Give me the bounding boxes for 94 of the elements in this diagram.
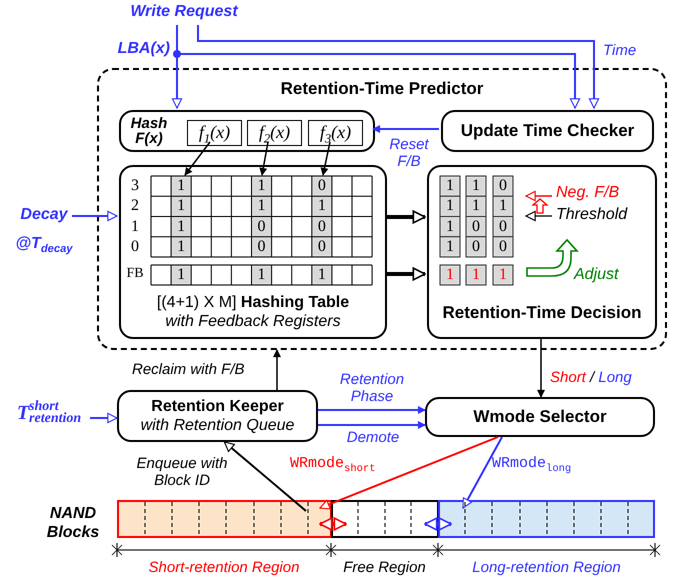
long-retention-blocks [438, 500, 655, 538]
arrow [72, 210, 118, 222]
decision-panel [427, 165, 657, 339]
cell-value: 1 [471, 197, 481, 216]
cell-value: 1 [498, 197, 508, 216]
panel-title: Retention-Time Predictor [280, 79, 484, 100]
cell-value: 1 [256, 197, 267, 216]
hash-panel [119, 110, 375, 152]
box-title: Retention Keeper [151, 396, 284, 416]
arrow [320, 142, 331, 176]
edge-label: Reset F/B [388, 136, 430, 170]
edge-label: WRmode$_{long}$ [492, 455, 572, 472]
edge-label: Short / Long [550, 369, 633, 386]
cell-value: 1 [445, 197, 455, 216]
cell-value: 1 [471, 266, 481, 284]
hash-function-box [308, 120, 363, 146]
row-label: 0 [130, 238, 140, 256]
function-label: f$_{2}$(x) [258, 122, 290, 144]
process-box [441, 110, 654, 152]
input-label: Write Request [126, 3, 242, 25]
row-label: 3 [130, 177, 140, 196]
cell-value: 1 [176, 266, 186, 284]
row-label: FB [125, 266, 145, 282]
annotation: Threshold [556, 206, 628, 224]
cell-value: 0 [498, 177, 508, 196]
cell-value: 1 [445, 218, 455, 236]
cell-value: 1 [176, 238, 186, 256]
arrow [385, 210, 426, 224]
edge-label: Enqueue with Block ID [136, 455, 228, 490]
cell-value: 1 [176, 218, 186, 236]
cell-value: 0 [256, 238, 267, 256]
cell-value: 0 [316, 218, 327, 236]
cell-value: 1 [445, 238, 455, 256]
box-title: Update Time Checker [460, 120, 634, 142]
region-label: Free Region [342, 559, 427, 576]
hash-function-box [247, 120, 302, 146]
arrow [224, 441, 307, 512]
arrow [385, 267, 426, 281]
cell-value: 0 [471, 238, 481, 256]
predictor-panel [97, 68, 667, 350]
cell-value: 1 [176, 197, 186, 216]
region-label: Long-retention Region [471, 559, 622, 576]
arrow [372, 125, 439, 133]
box-title: Wmode Selector [473, 406, 607, 428]
process-box [117, 390, 318, 442]
panel-title: Hash F(x) [130, 116, 168, 146]
arrow [319, 436, 498, 510]
arrow [462, 436, 503, 509]
arrow [537, 337, 545, 398]
edge-label: LBA(x) [116, 40, 170, 58]
cell-value: 0 [316, 177, 327, 196]
arrow [260, 142, 269, 176]
part-label: NAND Blocks [46, 504, 100, 542]
row-label: 1 [130, 218, 140, 236]
cell-value: 1 [256, 266, 267, 284]
region-label: Short-retention Region [148, 559, 300, 576]
arrow [273, 350, 281, 390]
process-box [425, 397, 655, 437]
cell-value: 0 [498, 218, 508, 236]
cell-value: 1 [445, 266, 455, 284]
edge-label: Time [603, 42, 638, 60]
function-label: f$_{3}$(x) [320, 122, 352, 144]
cell-value: 1 [316, 197, 327, 216]
cell-value: 1 [445, 177, 455, 196]
panel-subtitle: with Feedback Registers [165, 312, 341, 331]
annotation: Neg. F/B [556, 184, 620, 202]
cell-value: 0 [471, 218, 481, 236]
cell-value: 0 [316, 238, 327, 256]
cell-value: 1 [316, 266, 327, 284]
row-label: 2 [130, 197, 140, 216]
cell-value: 1 [176, 177, 186, 196]
double-arrow [319, 517, 347, 531]
short-retention-blocks [117, 500, 332, 538]
table-panel [119, 165, 387, 339]
function-label: f$_{1}$(x) [198, 122, 230, 144]
arrow [90, 412, 118, 424]
arrow [318, 421, 426, 429]
annotation: Adjust [574, 266, 620, 284]
cell-value: 0 [498, 238, 508, 256]
input-label: Decay @T$_{decay}$ [4, 200, 84, 258]
panel-title: [(4+1) X M] Hashing Table [156, 292, 350, 312]
arrow [318, 406, 426, 414]
double-arrow [424, 517, 452, 531]
cell-value: 1 [471, 177, 481, 196]
edge-label: WRmode$_{short}$ [290, 455, 377, 472]
hash-function-box [187, 120, 242, 146]
box-subtitle: with Retention Queue [140, 416, 294, 436]
panel-title: Retention-Time Decision [442, 302, 642, 323]
cell-value: 0 [256, 218, 267, 236]
edge-label: Demote [346, 429, 400, 446]
cell-value: 1 [498, 266, 508, 284]
edge-label: Reclaim with F/B [132, 361, 246, 378]
edge-label: Retention Phase [338, 371, 406, 406]
cell-value: 1 [256, 177, 267, 196]
